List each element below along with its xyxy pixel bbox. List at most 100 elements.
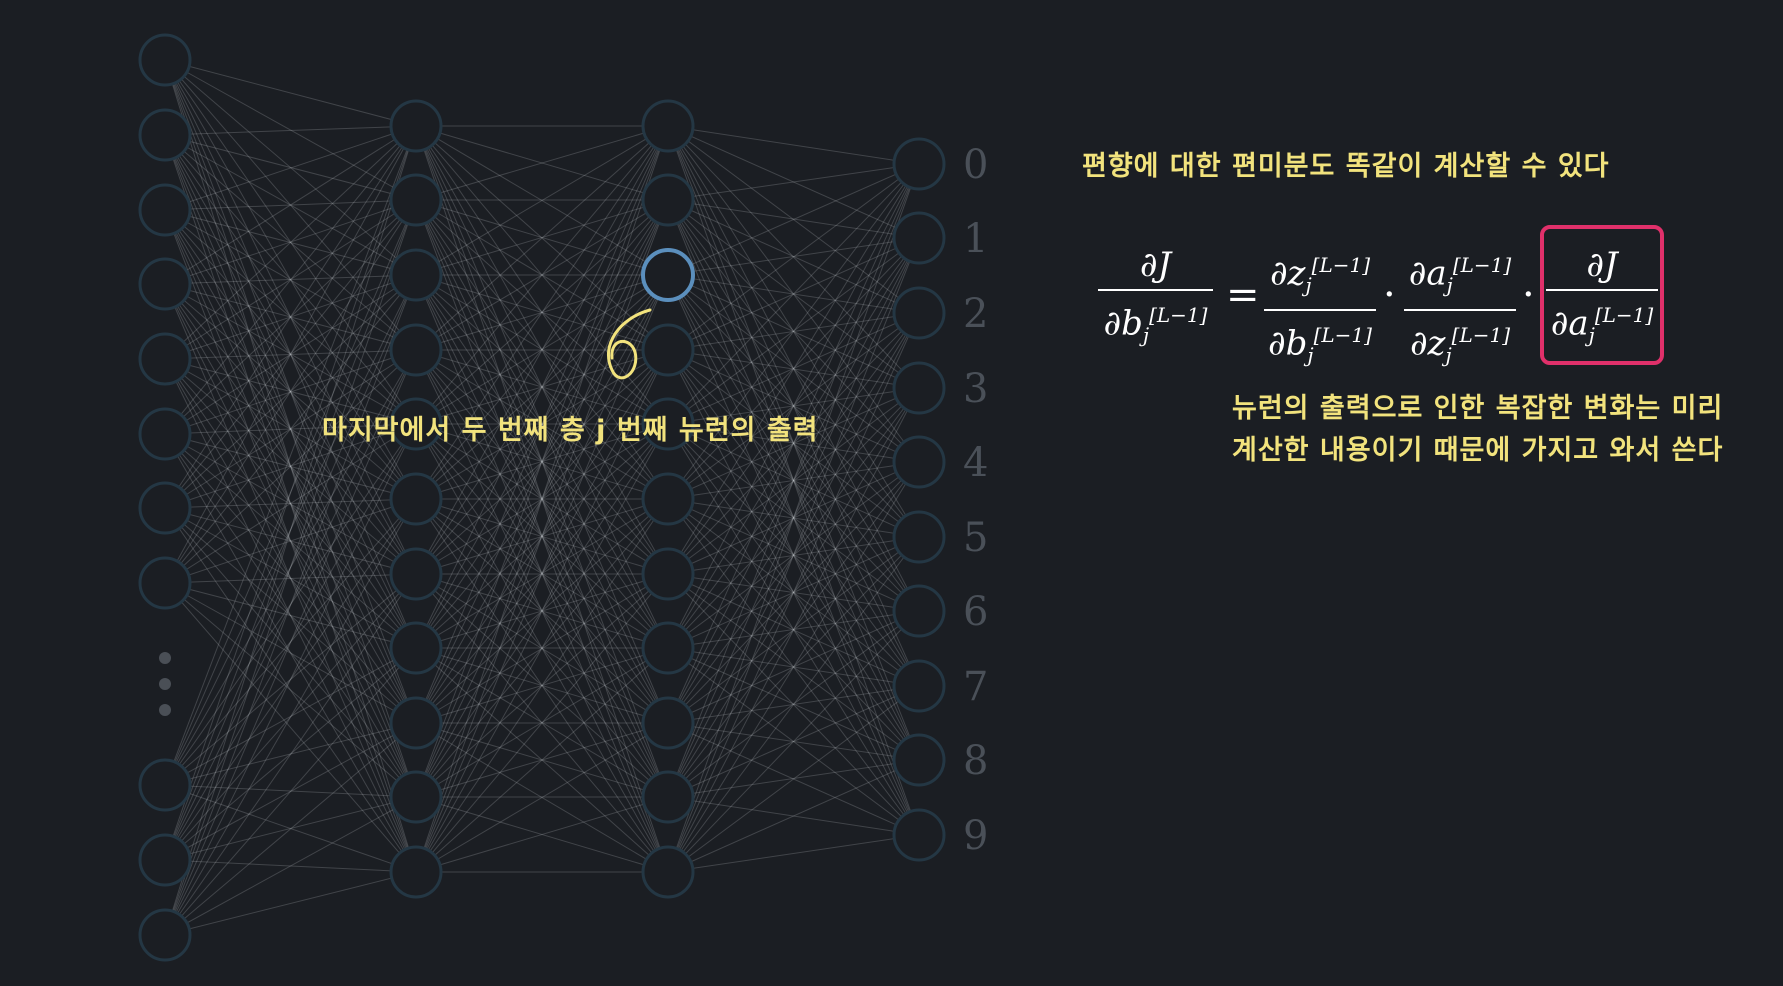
connection-line [164, 125, 417, 936]
connection-line [667, 274, 920, 314]
connection-line [667, 125, 920, 761]
neuron [389, 472, 443, 526]
connection-line [667, 498, 920, 836]
connection-line [415, 349, 669, 649]
connection-line [667, 237, 920, 873]
connection-line [415, 349, 669, 649]
connection-line [667, 274, 920, 463]
connection-line [667, 685, 920, 798]
connection-line [415, 498, 669, 798]
connection-line [415, 349, 669, 724]
connection-line [667, 349, 920, 687]
connection-line [164, 507, 417, 873]
neuron [892, 733, 946, 787]
connection-line [415, 274, 669, 575]
connection-line [415, 199, 669, 873]
connection-line [415, 349, 669, 873]
neuron [641, 845, 695, 899]
connection-line [415, 498, 669, 649]
neuron [892, 211, 946, 265]
connection-line [164, 358, 417, 873]
connection-line [667, 349, 920, 761]
connection-line [415, 125, 669, 276]
superscript-layer: [L−1] [1149, 303, 1208, 327]
connection-line [164, 507, 417, 724]
connection-line [164, 498, 417, 786]
connection-line [415, 199, 669, 351]
term1-fraction: ∂zj[L−1] ∂bj[L−1] [1264, 245, 1376, 375]
connection-line [667, 199, 920, 314]
connection-line [164, 59, 417, 127]
connection-line [415, 722, 669, 873]
connection-line [164, 283, 417, 873]
neuron [641, 696, 695, 750]
connection-line [415, 498, 669, 873]
subscript-j: j [1142, 323, 1150, 348]
connection-line [667, 461, 920, 798]
fraction-bar [1098, 289, 1213, 291]
connection-line [667, 125, 920, 389]
connection-line [164, 134, 417, 201]
connection-line [415, 647, 669, 724]
connection-line [667, 536, 920, 649]
term2-num-base: ∂a [1408, 253, 1447, 294]
connection-line [164, 199, 417, 360]
neuron [892, 286, 946, 340]
connection-line [415, 349, 669, 425]
connection-line [667, 274, 920, 836]
connection-line [415, 274, 669, 425]
connection-line [164, 433, 417, 873]
neuron [389, 248, 443, 302]
neuron [138, 33, 192, 87]
connection-line [667, 237, 920, 724]
connection-line [667, 312, 920, 873]
superscript-layer: [L−1] [1452, 253, 1512, 277]
connection-line [667, 125, 920, 687]
connection-line [164, 358, 417, 575]
connection-line [415, 199, 669, 425]
connection-line [164, 796, 417, 861]
connection-line [667, 498, 920, 687]
term3-denominator: ∂aj[L−1] [1546, 295, 1658, 355]
connection-line [667, 125, 920, 239]
neuron [892, 584, 946, 638]
connection-line [164, 125, 417, 435]
connection-line [164, 209, 417, 798]
connection-line [415, 125, 669, 575]
highlighted-neuron [641, 248, 695, 302]
connection-line [415, 349, 669, 873]
bias-partial-annotation: 편향에 대한 편미분도 똑같이 계산할 수 있다 [1082, 151, 1610, 182]
connection-line [415, 125, 669, 201]
superscript-layer: [L−1] [1451, 323, 1511, 348]
connection-line [164, 358, 417, 500]
connection-line [164, 349, 417, 509]
connection-line [415, 199, 669, 649]
ellipsis-dot [159, 678, 171, 690]
connection-line [164, 199, 417, 435]
connection-line [667, 163, 920, 351]
connection-line [667, 423, 920, 538]
connection-line [415, 647, 669, 873]
term2-fraction: ∂aj[L−1] ∂zj[L−1] [1404, 245, 1516, 375]
connection-line [667, 573, 920, 836]
equals-sign: = [1226, 272, 1260, 318]
neuron [892, 361, 946, 415]
connection-line [667, 199, 920, 836]
connection-line [667, 387, 920, 798]
connection-line [415, 125, 669, 649]
connection-line [415, 722, 669, 798]
connection-line [164, 209, 417, 724]
neuron [892, 435, 946, 489]
connection-line [415, 349, 669, 500]
connection-line [667, 163, 920, 276]
connection-line [164, 59, 417, 276]
connection-line [667, 387, 920, 500]
connection-line [415, 274, 669, 351]
connection-line [164, 433, 417, 798]
connection-line [415, 199, 669, 724]
subscript-j: j [1307, 343, 1314, 368]
neuron [138, 556, 192, 610]
neuron [138, 407, 192, 461]
connection-line [164, 125, 417, 285]
connection-line [415, 274, 669, 425]
